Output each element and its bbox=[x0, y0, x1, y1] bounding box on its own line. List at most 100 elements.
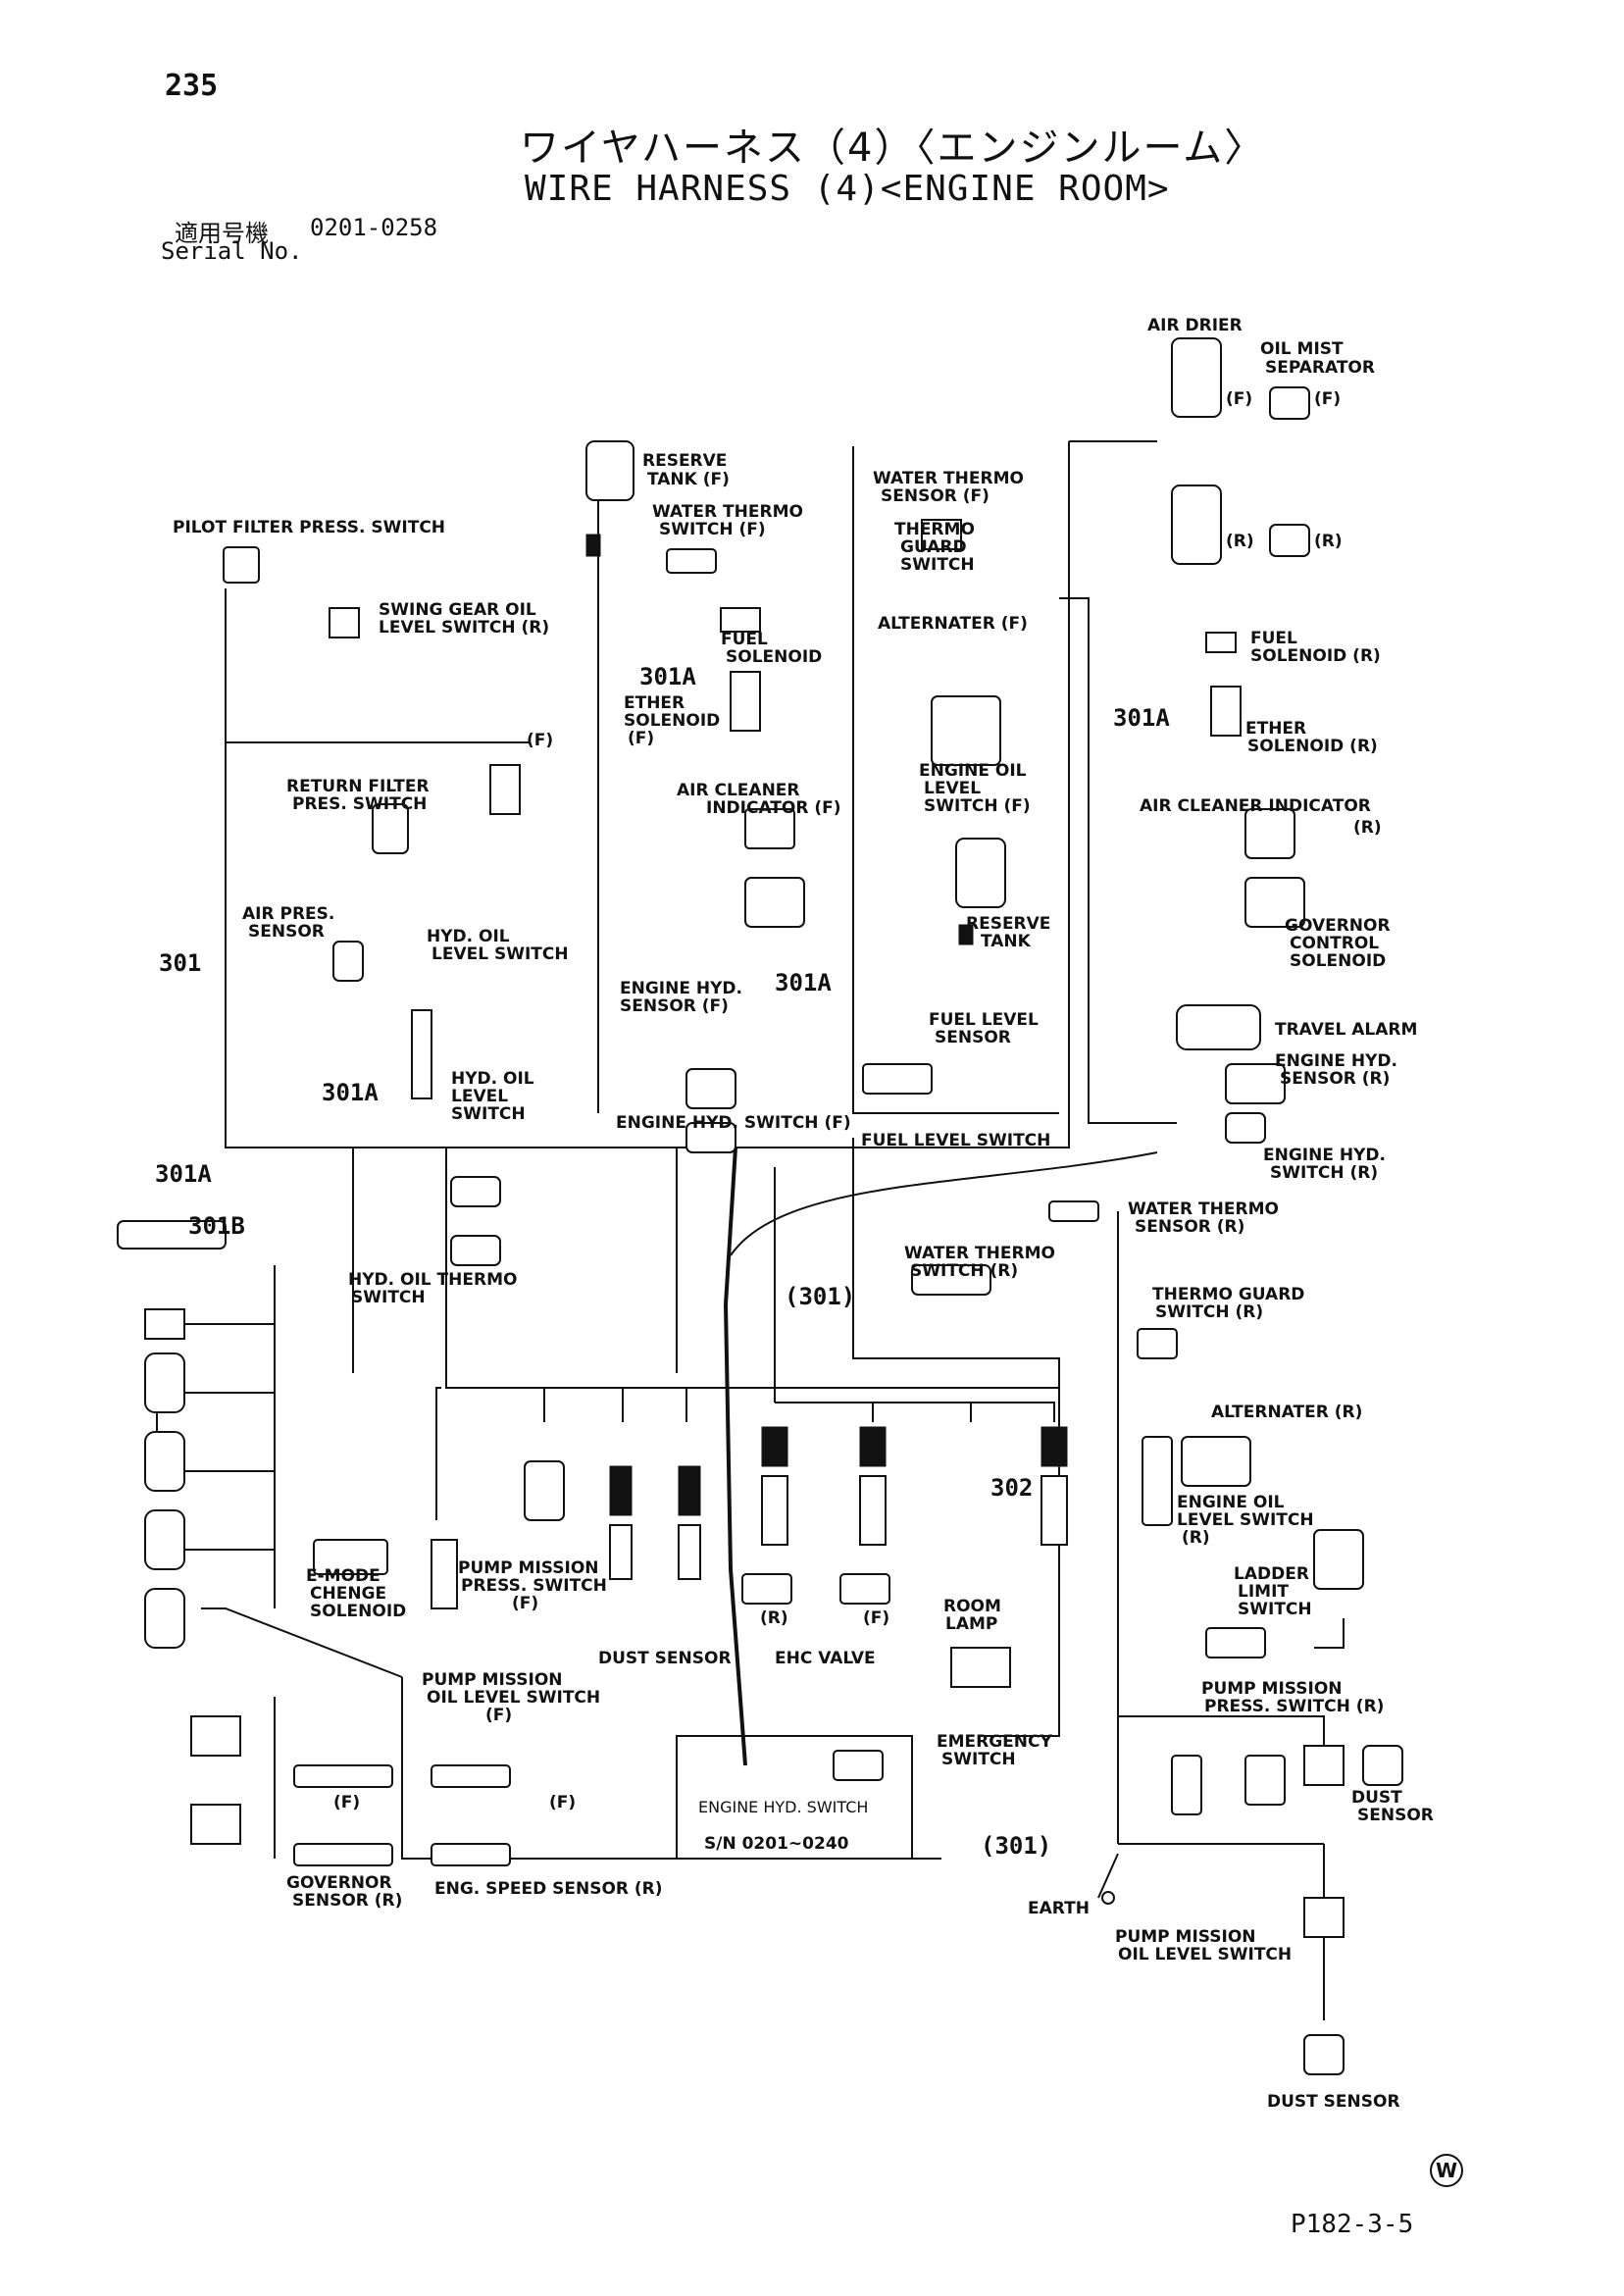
hyd-oil-thermo-switch-label: HYD. OIL THERMO bbox=[348, 1270, 517, 1290]
ref-301: 301 bbox=[159, 949, 201, 977]
reserve-tank-f-label: TANK (F) bbox=[647, 470, 730, 489]
hyd-oil-level-switch-label: HYD. OIL bbox=[427, 927, 510, 946]
ref-301a: 301A bbox=[322, 1079, 379, 1106]
fuel-level-sensor-label: FUEL LEVEL bbox=[929, 1010, 1039, 1030]
water-thermo-switch-r-label: WATER THERMO bbox=[904, 1244, 1055, 1263]
engine-hyd-switch-box-label: ENGINE HYD. SWITCH bbox=[698, 1798, 868, 1816]
f-tag: (F) bbox=[628, 729, 654, 748]
ref-301p: (301) bbox=[785, 1283, 855, 1310]
r-tag: (R) bbox=[1226, 532, 1254, 551]
f-tag: (F) bbox=[527, 731, 553, 750]
engine-hyd-switch-f-label: ENGINE HYD. SWITCH (F) bbox=[616, 1113, 851, 1133]
ladder-limit-label: LADDER bbox=[1234, 1564, 1309, 1584]
alternater-r-label: ALTERNATER (R) bbox=[1211, 1403, 1362, 1422]
reserve-tank-r-label: TANK bbox=[981, 932, 1032, 951]
governor-control-label: SOLENOID bbox=[1290, 951, 1386, 971]
engine-oil-level-f-label: SWITCH (F) bbox=[924, 796, 1031, 816]
water-thermo-sensor-r-label: SENSOR (R) bbox=[1135, 1217, 1244, 1237]
engine-oil-level-r-label: (R) bbox=[1182, 1528, 1210, 1548]
f-tag: (F) bbox=[512, 1594, 538, 1613]
governor-sensor-r-label: GOVERNOR bbox=[286, 1873, 392, 1893]
fuel-level-switch-label: FUEL LEVEL SWITCH bbox=[861, 1131, 1050, 1150]
serial-label-jp: 適用号機 bbox=[175, 220, 269, 247]
ether-solenoid-r-label: ETHER bbox=[1245, 719, 1306, 739]
hyd-oil-level-switch-b-label: SWITCH bbox=[451, 1104, 526, 1124]
thermo-guard-switch-label: GUARD bbox=[900, 537, 967, 557]
page-number: 235 bbox=[165, 69, 219, 103]
room-lamp-label: ROOM bbox=[943, 1597, 1001, 1616]
hyd-oil-level-switch-b-label: LEVEL bbox=[451, 1087, 508, 1106]
travel-alarm-label: TRAVEL ALARM bbox=[1275, 1020, 1417, 1040]
hyd-oil-thermo-switch-label: SWITCH bbox=[351, 1288, 426, 1307]
ref-302: 302 bbox=[990, 1474, 1033, 1502]
e-mode-label: E-MODE bbox=[306, 1566, 381, 1586]
engine-hyd-switch-r-label: ENGINE HYD. bbox=[1263, 1146, 1386, 1165]
ladder-limit-label: LIMIT bbox=[1238, 1582, 1289, 1602]
return-filter-label: PRES. SWITCH bbox=[292, 794, 427, 814]
water-thermo-switch-f-label: SWITCH (F) bbox=[659, 520, 766, 539]
engine-hyd-sensor-r-label: ENGINE HYD. bbox=[1275, 1051, 1397, 1071]
hyd-oil-level-switch-b-label: HYD. OIL bbox=[451, 1069, 534, 1089]
f-tag: (F) bbox=[549, 1793, 576, 1812]
air-cleaner-f-label: AIR CLEANER bbox=[677, 781, 800, 800]
pump-mission-press-f-label: PRESS. SWITCH bbox=[461, 1576, 607, 1596]
serial-value: 0201-0258 bbox=[310, 214, 438, 241]
ether-solenoid-f-label: ETHER bbox=[624, 693, 685, 713]
dust-sensor-label: DUST SENSOR bbox=[598, 1649, 732, 1668]
dust-sensor-r-label: SENSOR bbox=[1357, 1806, 1434, 1825]
ehc-valve-label: EHC VALVE bbox=[775, 1649, 876, 1668]
swing-gear-oil-label: LEVEL SWITCH (R) bbox=[379, 618, 549, 638]
f-tag: (F) bbox=[485, 1706, 512, 1725]
governor-sensor-r-label: SENSOR (R) bbox=[292, 1891, 402, 1911]
ref-301a: 301A bbox=[775, 969, 832, 996]
page-title-jp: ワイヤハーネス（4）〈エンジンルーム〉 bbox=[520, 126, 1266, 171]
pilot-filter-press-switch-label: PILOT FILTER PRESS. SWITCH bbox=[173, 518, 445, 537]
f-tag: (F) bbox=[863, 1608, 889, 1628]
r-tag: (R) bbox=[1314, 532, 1343, 551]
ref-301p: (301) bbox=[981, 1832, 1051, 1860]
fuel-solenoid-f-label: SOLENOID bbox=[726, 647, 822, 667]
eng-speed-sensor-r-label: ENG. SPEED SENSOR (R) bbox=[434, 1879, 663, 1899]
oil-mist-separator-label: OIL MIST bbox=[1260, 339, 1344, 359]
swing-gear-oil-label: SWING GEAR OIL bbox=[379, 600, 536, 620]
page-title: WIRE HARNESS (4)<ENGINE ROOM> bbox=[525, 169, 1170, 209]
thermo-guard-switch-r-label: THERMO GUARD bbox=[1152, 1285, 1304, 1304]
alternater-f-label: ALTERNATER (F) bbox=[878, 614, 1028, 634]
emergency-switch-label: EMERGENCY bbox=[937, 1732, 1053, 1752]
thermo-guard-switch-label: SWITCH bbox=[900, 555, 975, 575]
w-mark: W bbox=[1430, 2154, 1463, 2187]
governor-control-label: CONTROL bbox=[1290, 934, 1379, 953]
air-cleaner-f-label: INDICATOR (F) bbox=[706, 798, 841, 818]
air-cleaner-r-label: AIR CLEANER INDICATOR bbox=[1140, 796, 1371, 816]
ref-301a: 301A bbox=[1113, 704, 1170, 732]
air-drier-label: AIR DRIER bbox=[1147, 316, 1243, 335]
oil-mist-separator-label: SEPARATOR bbox=[1265, 358, 1375, 378]
water-thermo-switch-r-label: SWITCH (R) bbox=[910, 1261, 1018, 1281]
water-thermo-sensor-f-label: SENSOR (F) bbox=[881, 486, 990, 506]
engine-hyd-sensor-f-label: ENGINE HYD. bbox=[620, 979, 742, 998]
e-mode-label: SOLENOID bbox=[310, 1602, 406, 1621]
ladder-limit-label: SWITCH bbox=[1238, 1600, 1312, 1619]
f-tag: (F) bbox=[1314, 389, 1341, 409]
f-tag: (F) bbox=[333, 1793, 360, 1812]
pump-mission-oil-r-label: OIL LEVEL SWITCH bbox=[1118, 1945, 1292, 1964]
earth-label: EARTH bbox=[1028, 1899, 1090, 1918]
engine-hyd-sensor-f-label: SENSOR (F) bbox=[620, 996, 729, 1016]
dust-sensor-r-label: DUST bbox=[1351, 1788, 1402, 1808]
e-mode-label: CHENGE bbox=[310, 1584, 386, 1604]
pump-mission-press-r-label: PRESS. SWITCH (R) bbox=[1204, 1697, 1384, 1716]
component-labels: AIR DRIER OIL MIST SEPARATOR (F) (F) (R)… bbox=[173, 316, 1434, 2112]
ref-301b: 301B bbox=[188, 1212, 245, 1240]
thermo-guard-switch-r-label: SWITCH (R) bbox=[1155, 1302, 1263, 1322]
f-tag: (F) bbox=[1226, 389, 1252, 409]
engine-hyd-sensor-r-label: SENSOR (R) bbox=[1280, 1069, 1390, 1089]
pump-mission-press-r-label: PUMP MISSION bbox=[1201, 1679, 1343, 1699]
fuel-solenoid-r-label: FUEL bbox=[1250, 629, 1297, 648]
pump-mission-press-f-label: PUMP MISSION bbox=[458, 1558, 599, 1578]
fuel-solenoid-r-label: SOLENOID (R) bbox=[1250, 646, 1381, 666]
water-thermo-switch-f-label: WATER THERMO bbox=[652, 502, 803, 522]
serial-label: Serial No. bbox=[161, 237, 303, 265]
water-thermo-sensor-f-label: WATER THERMO bbox=[873, 469, 1024, 488]
governor-control-label: GOVERNOR bbox=[1285, 916, 1391, 936]
